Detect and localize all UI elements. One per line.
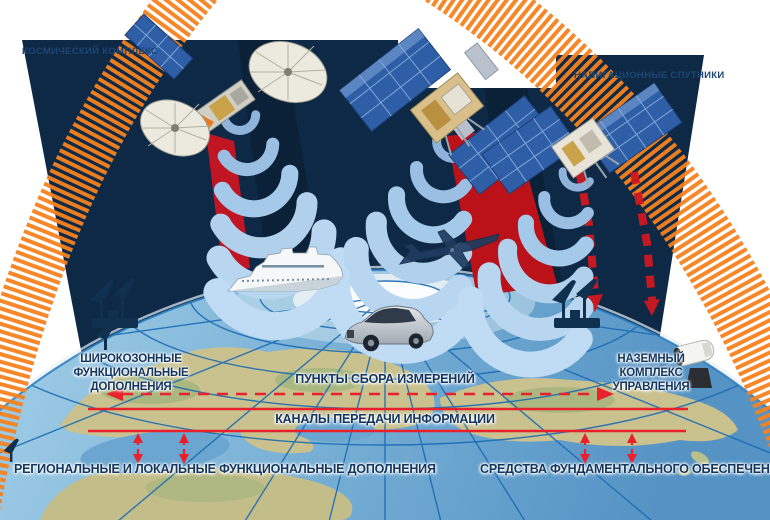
red-dashed-downlink-arrows (572, 151, 660, 316)
ship-icon (227, 246, 344, 292)
wide-area-augmentation-label: ШИРОКОЗОННЫЕ ФУНКЦИОНАЛЬНЫЕ ДОПОЛНЕНИЯ (73, 353, 189, 394)
data-channels-label: КАНАЛЫ ПЕРЕДАЧИ ИНФОРМАЦИИ (275, 412, 495, 426)
nav-satellites-label: НАВИГАЦИОННЫЕ СПУТНИКИ (574, 70, 725, 81)
ground-station-icon-corner (3, 438, 19, 462)
mesh-antenna-icon (140, 99, 211, 157)
ground-control-label: НАЗЕМНЫЙ КОМПЛЕКС УПРАВЛЕНИЯ (612, 353, 690, 394)
relay-satellite-icon (124, 13, 328, 157)
measurement-points-label: ПУНКТЫ СБОРА ИЗМЕРЕНИЙ (295, 372, 475, 386)
glonass-k-satellite-icon (481, 82, 683, 195)
ground-station-icon-right (552, 278, 600, 328)
laser-telescope-icon (673, 339, 715, 388)
measurement-dashed-line (106, 387, 614, 401)
orbit-band-right (423, 0, 770, 450)
landmass-turkey (240, 430, 314, 454)
ground-station-icon-left (90, 278, 138, 350)
sea-caspian (421, 428, 455, 476)
vertical-link-arrows (133, 433, 637, 464)
space-complex-label: КОСМИЧЕСКИЙ КОМПЛЕКС (22, 46, 159, 57)
regional-local-augmentation-label: РЕГИОНАЛЬНЫЕ И ЛОКАЛЬНЫЕ ФУНКЦИОНАЛЬНЫЕ … (14, 462, 436, 476)
mesh-antenna-icon (248, 41, 328, 103)
sea-mediterranean (80, 430, 230, 474)
fundamental-support-label: СРЕДСТВА ФУНДАМЕНТАЛЬНОГО ОБЕСПЕЧЕНИЯ (480, 462, 770, 476)
data-channel-lines (88, 407, 688, 433)
car-icon (344, 305, 434, 352)
orbit-band-left (0, 0, 219, 512)
airplane-icon (398, 229, 500, 269)
